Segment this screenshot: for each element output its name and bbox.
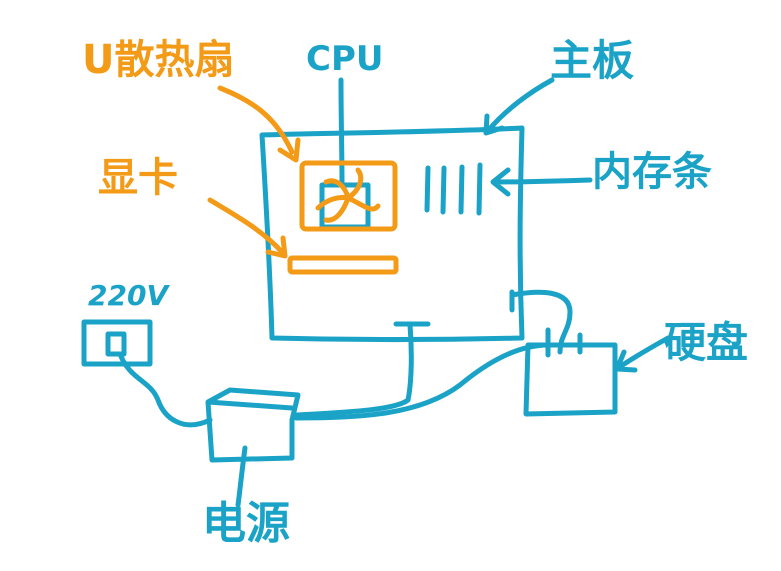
ram-slot-2 — [440, 165, 447, 215]
psu-box — [205, 387, 301, 463]
wall-socket-plug — [105, 331, 127, 357]
ram-slot-1 — [424, 165, 431, 213]
psu-to-disk-cable — [293, 342, 551, 421]
ram-slot-3 — [458, 164, 465, 215]
hard-disk-box — [523, 342, 618, 417]
cpu-pointer — [338, 77, 345, 188]
ram-label: 内存条 — [592, 149, 712, 195]
voltage-label: 220V — [88, 279, 169, 312]
psu-pointer — [235, 445, 248, 508]
motherboard-arrow — [483, 77, 555, 136]
wall-socket — [81, 319, 153, 367]
hard-disk-arrow — [614, 335, 671, 373]
ram-slot-4 — [476, 162, 483, 216]
psu-to-motherboard-cable — [293, 321, 431, 418]
hard-disk-label: 硬盘 — [664, 318, 749, 367]
graphics-card-bar — [287, 255, 399, 275]
graphics-card-arrow — [207, 197, 288, 259]
cpu-fan-box — [299, 160, 398, 232]
cpu-fan-blades — [315, 167, 381, 223]
motherboard-label: 主板 — [550, 36, 635, 85]
power-supply-label: 电源 — [202, 498, 290, 549]
ram-arrow — [490, 167, 593, 197]
fan-arrow — [217, 85, 301, 163]
motherboard-outline — [259, 125, 525, 342]
cpu-fan-label: U散热扇 — [82, 37, 235, 83]
cpu-label: CPU — [306, 39, 384, 79]
sata-cable — [509, 289, 583, 358]
power-cord — [117, 351, 213, 428]
graphics-card-label: 显卡 — [98, 155, 178, 201]
